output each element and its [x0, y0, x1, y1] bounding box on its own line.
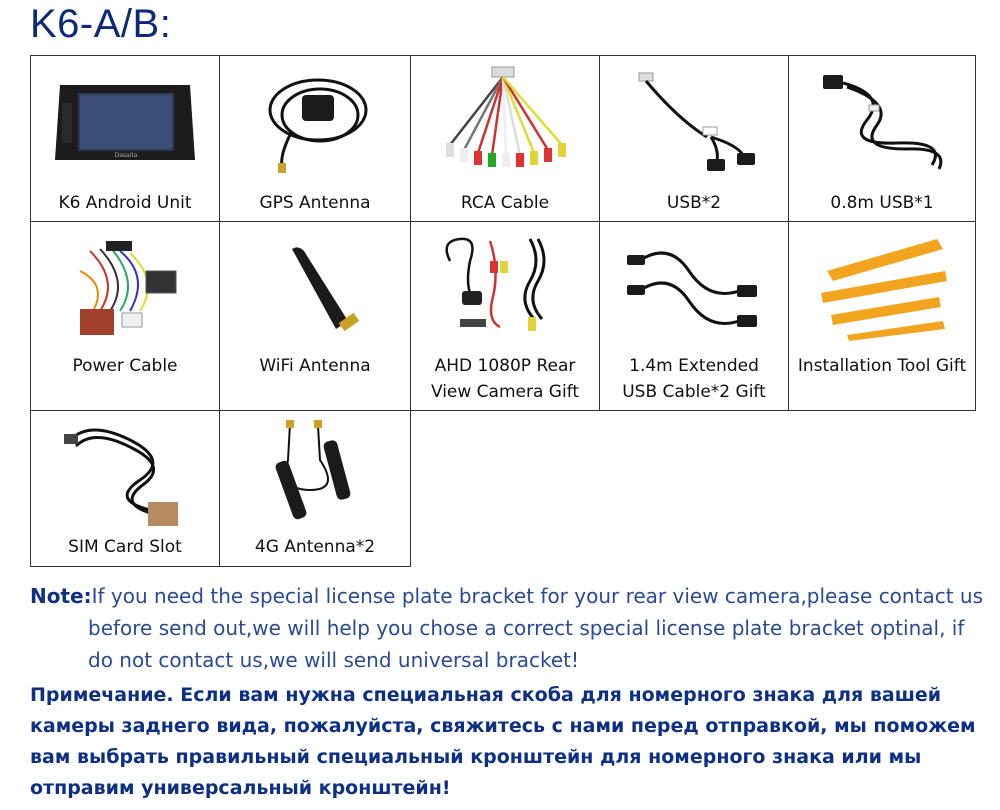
usb-08m-image [789, 60, 975, 180]
item-rear-camera: AHD 1080P Rear View Camera Gift [410, 221, 600, 411]
item-label-line2: USB Cable*2 Gift [622, 382, 766, 402]
item-wifi-antenna: WiFi Antenna [219, 221, 411, 411]
item-label: GPS Antenna [259, 193, 371, 213]
rear-camera-image [411, 226, 599, 346]
item-rca-cable: RCA Cable [410, 55, 600, 222]
page-title: K6-A/B: [30, 2, 172, 46]
extended-usb-image [600, 226, 788, 346]
wifi-antenna-image [220, 226, 410, 346]
item-label: K6 Android Unit [58, 193, 192, 213]
item-label: SIM Card Slot [68, 537, 182, 557]
item-label: WiFi Antenna [259, 356, 371, 376]
item-label: Power Cable [72, 356, 178, 376]
item-label: 4G Antenna*2 [254, 537, 376, 557]
item-gps-antenna: GPS Antenna [219, 55, 411, 222]
note-line1: If you need the special license plate br… [91, 584, 983, 608]
svg-text:Dasaita: Dasaita [115, 152, 138, 159]
item-installation-tool: Installation Tool Gift [788, 221, 976, 411]
note-label: Note: [30, 584, 92, 608]
note-line2: before send out,we will help you chose a… [88, 616, 965, 640]
installation-tool-image [789, 226, 975, 346]
item-label: USB*2 [666, 193, 722, 213]
item-label-line1: 1.4m Extended [629, 356, 759, 376]
usb-cable-image [600, 60, 788, 180]
item-label: Installation Tool Gift [797, 356, 967, 376]
gps-antenna-image [220, 60, 410, 180]
item-4g-antenna: 4G Antenna*2 [219, 410, 411, 567]
item-power-cable: Power Cable [30, 221, 220, 411]
rca-cable-image [411, 60, 599, 180]
item-sim-card-slot: SIM Card Slot [30, 410, 220, 567]
note-ru-line1: Примечание. Если вам нужна специальная с… [30, 684, 942, 706]
item-usb: USB*2 [599, 55, 789, 222]
note-line3: do not contact us,we will send universal… [88, 648, 579, 672]
sim-card-slot-image [31, 415, 219, 535]
item-label: 0.8m USB*1 [830, 193, 934, 213]
power-cable-image [31, 226, 219, 346]
android-unit-image: Dasaita [31, 60, 219, 180]
item-label-line2: View Camera Gift [430, 382, 580, 402]
4g-antenna-image [220, 415, 410, 535]
item-label: RCA Cable [460, 193, 550, 213]
package-contents-grid: Dasaita K6 Android Unit GPS Antenna [30, 55, 976, 567]
note-english: Note:If you need the special license pla… [30, 580, 990, 676]
note-russian: Примечание. Если вам нужна специальная с… [30, 680, 990, 804]
item-label-line1: AHD 1080P Rear [434, 356, 576, 376]
note-ru-line3: вам выбрать правильный специальный кронш… [30, 746, 922, 768]
item-android-unit: Dasaita K6 Android Unit [30, 55, 220, 222]
item-usb-08m: 0.8m USB*1 [788, 55, 976, 222]
item-extended-usb: 1.4m Extended USB Cable*2 Gift [599, 221, 789, 411]
note-ru-line2: камеры заднего вида, пожалуйста, свяжите… [30, 715, 976, 737]
note-ru-line4: отправим универсальный кронштейн! [30, 777, 451, 799]
